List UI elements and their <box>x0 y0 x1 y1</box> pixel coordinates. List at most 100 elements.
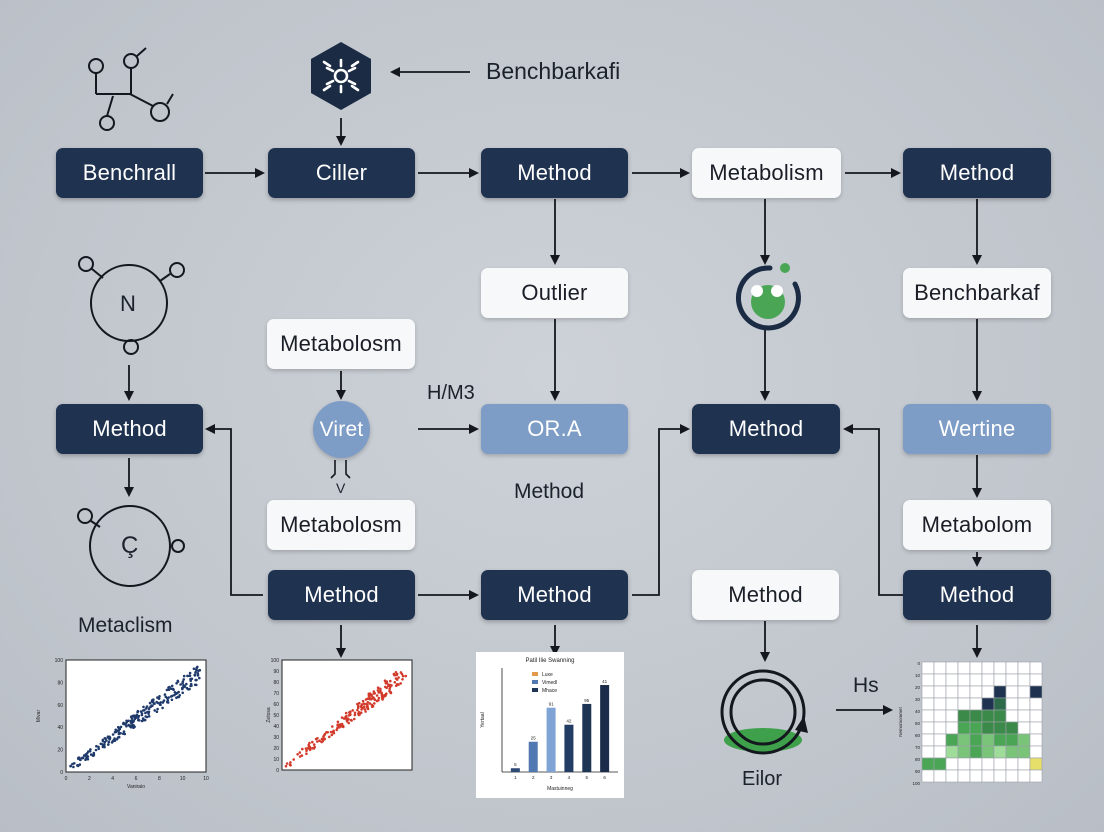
scatter-point <box>311 740 314 744</box>
scatter-point <box>196 673 200 676</box>
scatter-point <box>76 757 80 760</box>
y-tick-label: 0 <box>917 661 920 666</box>
scatter-point <box>117 735 121 739</box>
heatmap-cell <box>1017 733 1031 747</box>
benchrall-box[interactable]: Benchrall <box>56 148 203 198</box>
method-box-c[interactable]: Method <box>692 570 839 620</box>
method-box-b[interactable]: Method <box>481 570 628 620</box>
scatter-point <box>158 695 161 698</box>
heatmap-cell <box>993 661 1007 675</box>
x-tick-label: 4 <box>111 776 114 782</box>
heatmap-cell <box>1017 673 1031 687</box>
scatter-point <box>72 765 75 769</box>
hs-label: Hs <box>853 674 879 697</box>
scatter-point <box>183 685 187 688</box>
legend-swatch <box>532 680 538 684</box>
scatter-point <box>113 738 116 742</box>
scatter-point <box>298 751 302 754</box>
scatter-point <box>329 730 333 734</box>
scatter-point <box>393 681 397 684</box>
method-box-left[interactable]: Method <box>56 404 203 454</box>
scatter-point <box>308 741 311 745</box>
outlier-box[interactable]: Outlier <box>481 268 628 318</box>
heatmap-cell <box>969 685 983 699</box>
scatter-point <box>128 724 132 728</box>
scatter-point <box>332 730 335 734</box>
scatter-point <box>284 764 288 768</box>
scatter-point <box>366 705 369 709</box>
scatter-point <box>173 691 177 694</box>
metabolom-box[interactable]: Metabolom <box>903 500 1051 550</box>
scatter-point <box>163 693 167 696</box>
bar-value-label: 5 <box>514 762 517 767</box>
y-tick-label: 70 <box>915 745 921 750</box>
heatmap-cell <box>933 745 947 759</box>
heatmap-cell <box>1005 673 1019 687</box>
method-box-row1-right[interactable]: Method <box>903 148 1051 198</box>
scatter-point <box>353 711 357 715</box>
heatmap-cell <box>993 673 1007 687</box>
metabolosm-box-bottom[interactable]: Metabolosm <box>267 500 415 550</box>
scatter-point <box>188 687 191 691</box>
scatter-point <box>130 721 133 725</box>
hm3-label: H/M3 <box>427 382 475 404</box>
scatter-point <box>360 708 363 711</box>
wertine-box[interactable]: Wertine <box>903 404 1051 454</box>
heatmap-cell <box>957 673 971 687</box>
scatter-point <box>397 676 400 679</box>
y-tick-label: 80 <box>273 680 279 686</box>
ora-box[interactable]: OR.A <box>481 404 628 454</box>
legend-label: Mhace <box>542 688 557 694</box>
benchbarkaf-box[interactable]: Benchbarkaf <box>903 268 1051 318</box>
viret-node[interactable]: Viret <box>313 401 370 458</box>
scatter-point <box>166 700 169 704</box>
heatmap-cell <box>1017 745 1031 759</box>
heatmap-cell <box>1029 661 1043 675</box>
scatter-point <box>356 708 359 712</box>
method-box-a[interactable]: Method <box>268 570 415 620</box>
metabolosm-box-top[interactable]: Metabolosm <box>267 319 415 369</box>
scatter-point <box>389 679 392 683</box>
metabolism-box[interactable]: Metabolism <box>692 148 841 198</box>
bar <box>546 707 556 772</box>
scatter-point <box>117 732 121 736</box>
scatter-point <box>155 700 158 704</box>
x-tick-label: 10 <box>180 776 186 782</box>
scatter-point <box>142 718 146 722</box>
scatter-point <box>127 719 130 723</box>
heatmap-cell <box>933 733 947 747</box>
heatmap-cell <box>1029 721 1043 735</box>
arrow-elbow-right <box>843 424 903 596</box>
heatmap-cell <box>1005 769 1019 783</box>
scatter-point <box>132 719 135 723</box>
heatmap-cell <box>957 745 971 759</box>
scatter-point <box>103 737 107 740</box>
scatter-point <box>375 699 379 703</box>
plot-area <box>281 659 413 771</box>
method-box-center[interactable]: Method <box>692 404 840 454</box>
scatter-point <box>86 755 89 758</box>
scatter-point <box>318 739 321 742</box>
method-box-d[interactable]: Method <box>903 570 1051 620</box>
ciller-box[interactable]: Ciller <box>268 148 415 198</box>
heatmap-cell <box>1029 673 1043 687</box>
heatmap-cell <box>1017 661 1031 675</box>
scatter-point <box>362 705 366 708</box>
scatter-point <box>193 673 197 676</box>
molecule-icon-top <box>88 47 174 131</box>
scatter-point <box>161 706 164 710</box>
heatmap-cell <box>921 721 935 735</box>
scatter-point <box>370 703 374 707</box>
heatmap-cell <box>1017 697 1031 711</box>
scatter-point <box>356 706 360 709</box>
x-tick-label: 0 <box>65 776 68 782</box>
x-tick-label: 2 <box>88 776 91 782</box>
method-box-row1[interactable]: Method <box>481 148 628 198</box>
y-tick-label: 80 <box>57 680 63 686</box>
scatter-point <box>139 710 143 713</box>
scatter-point <box>95 744 98 748</box>
scatter-point <box>84 758 87 762</box>
scatter-point <box>195 678 198 682</box>
